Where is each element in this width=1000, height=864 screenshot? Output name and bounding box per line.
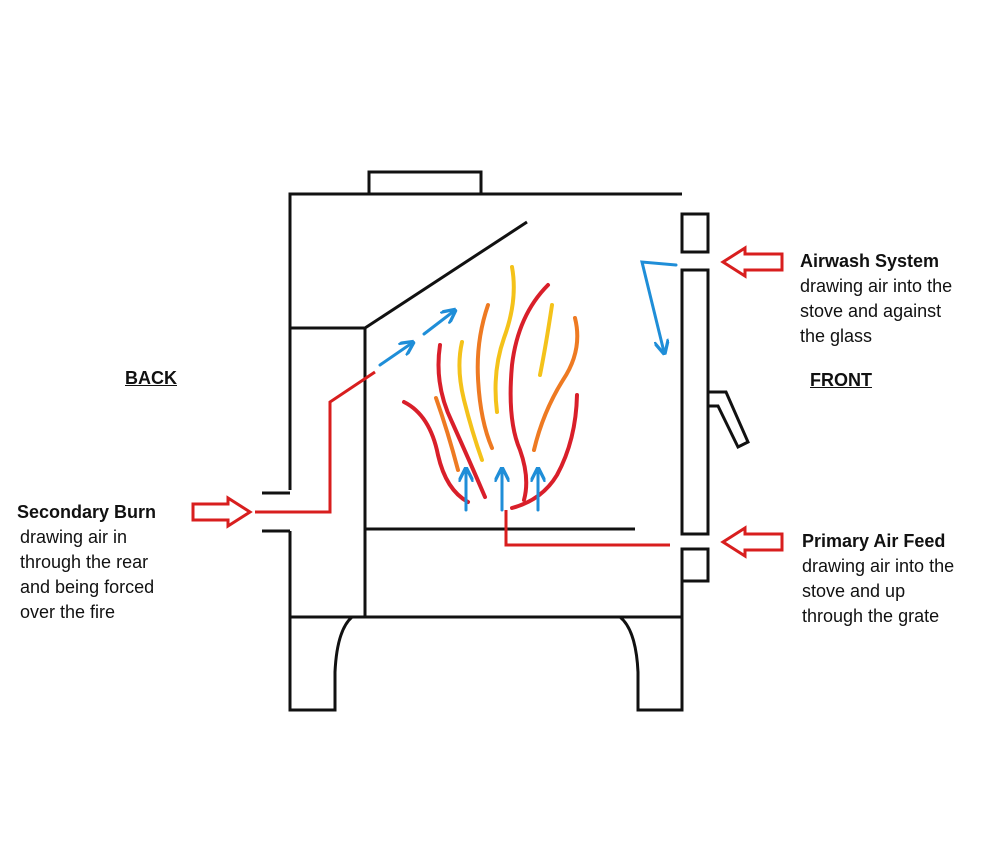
stove-outer-outline <box>288 192 684 712</box>
flue-collar <box>367 170 483 196</box>
flame <box>493 265 516 414</box>
flames <box>402 265 580 510</box>
flame <box>457 340 484 462</box>
blue-arrow-icon <box>640 260 678 352</box>
secondary-burn-line: and being forced <box>20 577 155 597</box>
primary-air-line: drawing air into the <box>802 556 955 576</box>
blue-arrow-icon <box>378 343 412 367</box>
red-outline-arrow-icon <box>191 495 253 529</box>
primary-air-callout: Primary Air Feed drawing air into the st… <box>802 529 954 629</box>
primary-air-path <box>504 510 670 547</box>
primary-air-line: stove and up <box>802 581 906 601</box>
stove-body <box>262 170 750 712</box>
secondary-burn-line: through the rear <box>20 552 149 572</box>
primary-air-title: Primary Air Feed <box>802 531 946 551</box>
secondary-burn-line: drawing air in <box>20 527 128 547</box>
blue-airflow <box>378 260 678 512</box>
baffle-plate <box>364 220 528 330</box>
back-label: BACK <box>125 368 177 388</box>
flame <box>508 283 550 502</box>
secondary-burn-title: Secondary Burn <box>17 502 157 522</box>
flame <box>436 343 487 499</box>
primary-air-line: through the grate <box>802 606 940 626</box>
secondary-burn-callout: Secondary Burn drawing air in through th… <box>17 500 156 625</box>
secondary-burn-line: over the fire <box>20 602 116 622</box>
flame <box>532 316 580 452</box>
flame <box>510 393 579 510</box>
door-handle <box>708 390 750 450</box>
front-label: FRONT <box>810 370 872 390</box>
inner-back-wall <box>290 326 367 617</box>
red-outline-arrows <box>191 245 784 559</box>
airwash-callout: Airwash System drawing air into the stov… <box>800 249 952 349</box>
airwash-line: stove and against <box>800 301 942 321</box>
flame <box>475 303 494 450</box>
airwash-title: Airwash System <box>800 251 940 271</box>
airwash-vent <box>680 212 710 254</box>
red-outline-arrow-icon <box>720 245 784 279</box>
primary-air-vent <box>680 547 710 583</box>
door-glass <box>680 268 710 536</box>
airwash-line: the glass <box>800 326 873 346</box>
flame <box>538 303 554 377</box>
secondary-air-path <box>255 370 376 514</box>
flame <box>434 396 460 472</box>
blue-arrow-icon <box>422 311 454 336</box>
flame <box>402 400 470 504</box>
airwash-line: drawing air into the <box>800 276 953 296</box>
red-outline-arrow-icon <box>720 525 784 559</box>
